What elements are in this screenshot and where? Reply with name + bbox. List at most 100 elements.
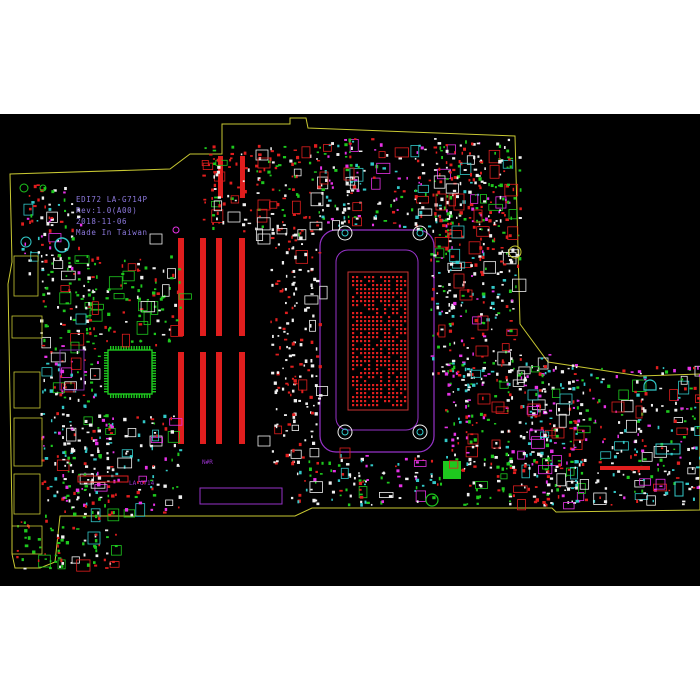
component-pad <box>307 369 311 372</box>
component-outline <box>495 406 509 414</box>
component-pad <box>444 372 449 376</box>
component-pad <box>534 415 538 418</box>
component-pad <box>602 440 604 444</box>
cpu-pad <box>396 320 399 323</box>
component-pad <box>29 220 31 224</box>
cpu-pad <box>352 276 355 279</box>
component-pad <box>481 368 485 373</box>
component-outline <box>117 457 133 469</box>
component-pad <box>483 200 487 203</box>
component-pad <box>393 190 397 193</box>
component-pad <box>85 328 89 332</box>
component-pad <box>326 204 330 207</box>
cpu-pad <box>388 284 391 287</box>
component-pad <box>436 292 439 295</box>
cpu-pad <box>404 360 407 363</box>
component-pad <box>415 215 419 219</box>
component-pad <box>566 461 568 465</box>
component-pad <box>318 365 322 369</box>
component-pad <box>520 371 523 375</box>
component-pad <box>97 447 99 451</box>
component-pad <box>155 281 157 284</box>
dimm-slot <box>216 238 222 336</box>
component-pad <box>59 565 61 569</box>
component-pad <box>575 499 580 503</box>
component-pad <box>444 229 448 233</box>
component-pad <box>457 165 461 168</box>
component-pad <box>443 206 446 210</box>
component-pad <box>277 386 281 389</box>
component-pad <box>151 291 156 295</box>
component-pad <box>112 451 115 454</box>
component-pad <box>500 159 504 162</box>
component-pad <box>92 429 96 433</box>
component-pad <box>447 392 451 396</box>
cpu-pad <box>372 288 375 291</box>
cpu-pad <box>400 300 403 303</box>
component-pad <box>315 470 318 473</box>
cpu-pad <box>360 392 363 395</box>
component-pad <box>60 369 65 374</box>
component-pad <box>419 202 422 204</box>
component-pad <box>56 490 59 494</box>
component-outline <box>309 481 323 493</box>
component-pad <box>284 184 287 187</box>
component-pad <box>508 362 511 366</box>
component-pad <box>448 215 451 219</box>
component-pad <box>276 224 279 228</box>
component-pad <box>494 455 498 459</box>
cpu-pad <box>356 356 359 359</box>
component-pad <box>330 182 334 185</box>
component-pad <box>501 283 504 286</box>
component-pad <box>137 262 140 266</box>
cpu-pad <box>364 388 367 391</box>
cpu-pad <box>368 348 371 351</box>
component-pad <box>16 549 19 552</box>
component-pad <box>432 287 435 291</box>
component-outline <box>488 203 503 211</box>
cpu-pad <box>352 336 355 339</box>
component-pad <box>54 431 57 434</box>
cpu-pad <box>356 276 359 279</box>
component-pad <box>56 534 59 538</box>
component-pad <box>638 473 641 476</box>
cpu-pad <box>372 292 375 295</box>
component-pad <box>73 273 76 275</box>
component-outline <box>23 203 34 216</box>
component-pad <box>448 283 451 286</box>
component-pad <box>466 373 471 377</box>
component-pad <box>505 452 508 457</box>
component-outline <box>257 157 271 169</box>
component-pad <box>311 232 315 235</box>
component-pad <box>516 264 520 269</box>
component-outline <box>678 380 690 395</box>
component-pad <box>436 332 439 336</box>
pcb-viewer[interactable]: EDI72 LA-G714P Rev:1.0(A00) 2018-11-06 M… <box>0 114 700 586</box>
component-pad <box>71 269 73 272</box>
component-pad <box>538 409 542 413</box>
cpu-pad <box>368 384 371 387</box>
cpu-pad <box>396 332 399 335</box>
component-pad <box>546 497 551 501</box>
component-pad <box>154 278 157 282</box>
qfp-pin <box>104 357 108 359</box>
cpu-pad <box>404 388 407 391</box>
qfp-pin <box>117 346 120 350</box>
component-outline <box>140 301 156 313</box>
component-pad <box>531 462 534 466</box>
component-pad <box>115 493 117 497</box>
component-pad <box>548 409 553 412</box>
cpu-pad <box>384 340 387 343</box>
cpu-pad <box>400 404 403 407</box>
component-outline <box>435 193 447 211</box>
component-pad <box>213 188 217 191</box>
component-pad <box>636 499 639 503</box>
component-pad <box>24 536 27 539</box>
component-pad <box>623 496 626 500</box>
component-pad <box>204 147 207 150</box>
component-pad <box>250 155 253 157</box>
component-pad <box>285 430 289 432</box>
component-pad <box>470 383 473 385</box>
dimm-latch-pad <box>257 435 271 447</box>
cpu-pad <box>396 280 399 283</box>
